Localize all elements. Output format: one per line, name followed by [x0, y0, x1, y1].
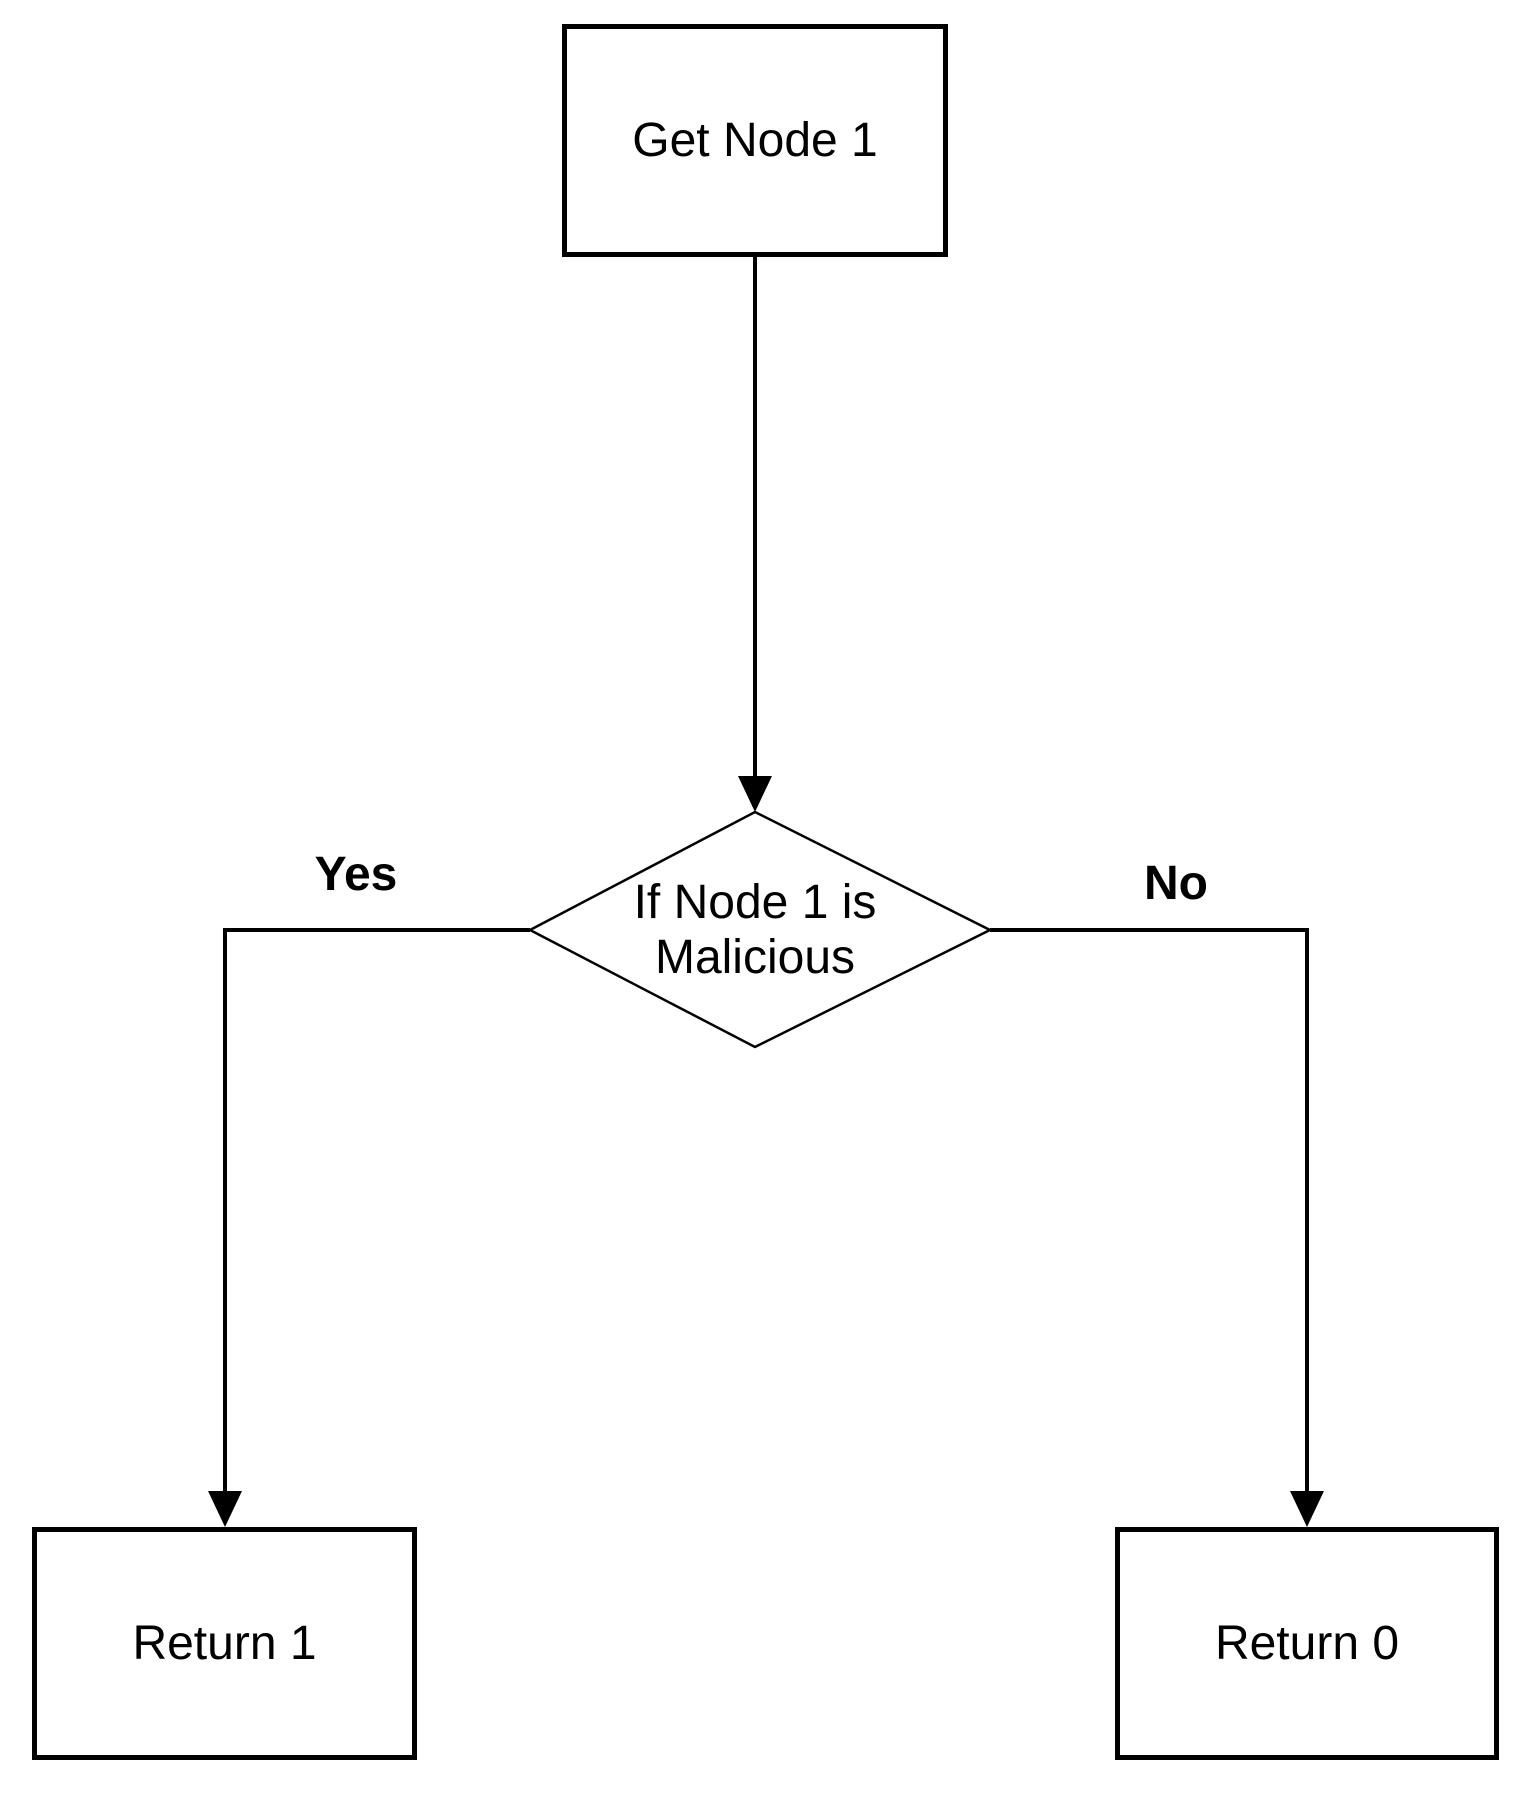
arrowhead-down-icon	[738, 776, 772, 812]
start-node-label: Get Node 1	[632, 113, 878, 167]
return-0-node-label: Return 0	[1214, 1616, 1400, 1670]
yes-edge-label: Yes	[314, 847, 398, 901]
start-node: Get Node 1	[562, 24, 948, 257]
edge-yes-branch-line	[223, 928, 530, 1493]
arrowhead-down-icon	[1290, 1491, 1324, 1527]
return-1-node: Return 1	[32, 1527, 417, 1760]
edge-no-branch-line	[990, 928, 1309, 1493]
decision-diamond-shape	[527, 810, 993, 1049]
return-1-node-label: Return 1	[132, 1616, 317, 1670]
arrowhead-down-icon	[208, 1491, 242, 1527]
return-0-node: Return 0	[1115, 1527, 1499, 1760]
decision-node-label: If Node 1 is Malicious	[633, 875, 877, 984]
no-edge-label: No	[1144, 856, 1208, 910]
